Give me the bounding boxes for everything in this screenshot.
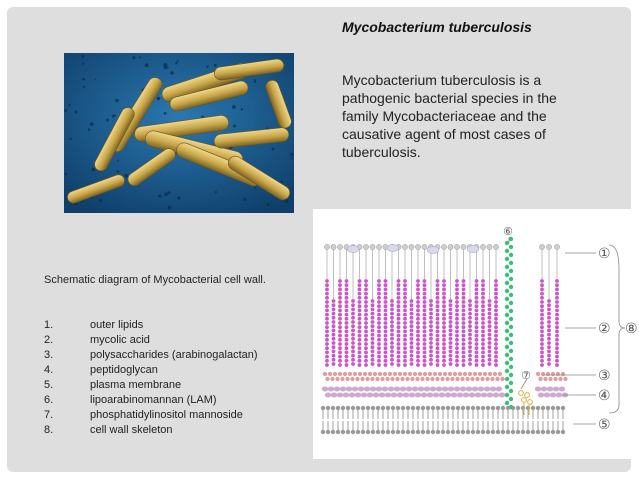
outer-lipid	[466, 245, 480, 253]
mycolic-acid-chain	[539, 244, 545, 367]
mycolic-acid-chain	[408, 244, 415, 366]
mycolic-acid-chain	[402, 244, 408, 367]
callout-7: ⑦	[521, 369, 531, 382]
mycolic-acid-chain	[395, 244, 402, 367]
legend-item: 8. cell wall skeleton	[44, 423, 258, 438]
callout-4: ④	[598, 388, 611, 404]
callout-3: ③	[598, 368, 611, 384]
mycolic-acid-chain	[434, 244, 441, 367]
callout-6: ⑥	[503, 225, 513, 238]
legend-label: plasma membrane	[90, 379, 182, 391]
mycolic-acid-chain	[486, 244, 493, 366]
legend-number: 4.	[44, 364, 54, 376]
legend-number: 2.	[44, 334, 54, 346]
legend-label: peptidoglycan	[90, 364, 158, 376]
outer-lipid	[426, 246, 440, 254]
legend-item: 6. lipoarabinomannan (LAM)	[44, 393, 258, 408]
mycolic-acid-chain	[389, 244, 395, 366]
description-text: Mycobacterium tuberculosis is a pathogen…	[342, 72, 557, 160]
legend-number: 8.	[44, 424, 54, 436]
mycolic-acid-chain	[330, 244, 337, 366]
legend-label: cell wall skeleton	[90, 424, 173, 436]
mycolic-acid-chain	[382, 244, 389, 367]
legend-list: 1. outer lipids 2. mycolic acid 3. polysacc…	[44, 318, 258, 438]
peptidoglycan-layer	[321, 386, 569, 398]
mycolic-acid-chain	[369, 244, 376, 366]
legend-label: outer lipids	[90, 319, 144, 331]
legend-label: lipoarabinomannan (LAM)	[90, 394, 217, 406]
mycolic-acid-chain	[546, 244, 552, 366]
bacteria-micrograph	[64, 53, 294, 213]
cell-wall-diagram: ① ② ③ ④ ⑤ ⑧ ⑥ ⑦	[313, 209, 639, 459]
mycolic-acid-chain	[337, 244, 343, 367]
outer-lipid	[346, 245, 360, 253]
callout-5: ⑤	[598, 417, 611, 433]
diagram-caption: Schematic diagram of Mycobacterial cell …	[44, 274, 266, 286]
mycolic-acid-chain	[343, 244, 350, 367]
mycolic-acid-chain	[441, 244, 447, 367]
mycolic-acid-chain	[447, 244, 454, 366]
mycolic-acid-chain	[454, 244, 460, 367]
mycolic-acid-chain	[415, 244, 421, 367]
slide-title: Mycobacterium tuberculosis	[342, 19, 532, 35]
lam-chain	[504, 236, 514, 410]
callout-1: ①	[598, 246, 611, 262]
callout-2: ②	[598, 321, 611, 337]
pim-molecule	[518, 390, 533, 415]
mycolic-acid-chain	[428, 244, 434, 366]
legend-label: polysaccharides (arabinogalactan)	[90, 349, 258, 361]
arabinogalactan-layer	[322, 371, 568, 382]
legend-item: 7. phosphatidylinositol mannoside	[44, 408, 258, 423]
mycolic-acid-chain	[554, 244, 560, 367]
mycolic-acid-chain	[356, 244, 363, 367]
mycolic-acid-chain	[467, 244, 473, 366]
mycolic-acid-chain	[480, 244, 486, 367]
legend-item: 2. mycolic acid	[44, 333, 258, 348]
legend-number: 6.	[44, 394, 54, 406]
plasma-membrane-layer	[320, 405, 566, 435]
mycolic-acid-chain	[493, 244, 499, 367]
legend-item: 5. plasma membrane	[44, 378, 258, 393]
legend-item: 4. peptidoglycan	[44, 363, 258, 378]
legend-item: 1. outer lipids	[44, 318, 258, 333]
mycolic-acid-chain	[473, 244, 480, 367]
legend-label: phosphatidylinositol mannoside	[90, 409, 243, 421]
callout-8: ⑧	[625, 321, 638, 337]
legend-number: 3.	[44, 349, 54, 361]
outer-lipid	[386, 244, 400, 252]
mycolic-acid-chain	[350, 244, 356, 366]
mycolic-acid-chain	[421, 244, 428, 367]
legend-number: 5.	[44, 379, 54, 391]
mycolic-acid-chain	[376, 244, 382, 367]
legend-number: 1.	[44, 319, 54, 331]
legend-label: mycolic acid	[90, 334, 150, 346]
legend-item: 3. polysaccharides (arabinogalactan)	[44, 348, 258, 363]
mycolic-acid-chain	[363, 244, 369, 367]
mycolic-acid-chain	[460, 244, 467, 367]
mycolic-acid-chain	[324, 244, 330, 367]
legend-number: 7.	[44, 409, 54, 421]
slide: Mycobacterium tuberculosis Mycobacterium…	[7, 7, 639, 472]
